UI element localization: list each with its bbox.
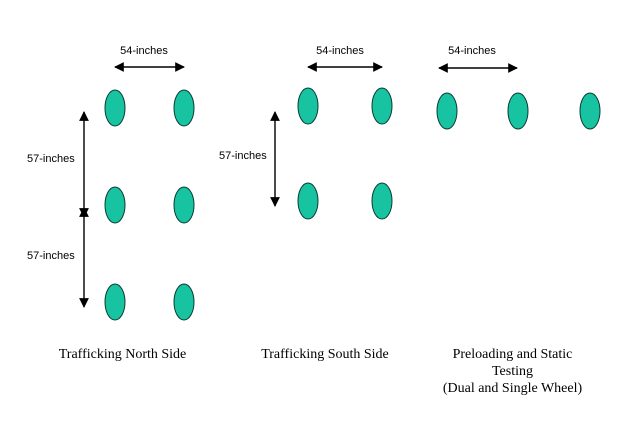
- south-wheel-3: [297, 182, 319, 220]
- north-wheel-6: [173, 283, 195, 321]
- north-caption: Trafficking North Side: [58, 347, 187, 362]
- north-length-label-1: 57-inches: [27, 153, 75, 165]
- static-wheel-1: [436, 92, 458, 130]
- north-wheel-4: [173, 186, 195, 224]
- north-wheel-2: [173, 89, 195, 127]
- north-wheel-5: [104, 283, 126, 321]
- south-caption: Trafficking South Side: [261, 347, 389, 362]
- north-wheel-1: [104, 89, 126, 127]
- static-wheel-group: [436, 92, 601, 130]
- north-length-label-2: 57-inches: [27, 250, 75, 262]
- north-wheel-3: [104, 186, 126, 224]
- south-wheel-group: [297, 87, 393, 220]
- static-caption: Preloading and Static Testing (Dual and …: [420, 346, 605, 397]
- south-wheel-4: [371, 182, 393, 220]
- south-length-label: 57-inches: [219, 150, 267, 162]
- static-wheel-2: [507, 92, 529, 130]
- static-wheel-3: [579, 92, 601, 130]
- south-width-label: 54-inches: [316, 45, 364, 57]
- static-caption-line-2: Testing: [491, 364, 533, 379]
- static-caption-line-3: (Dual and Single Wheel): [442, 381, 583, 396]
- north-wheel-group: [104, 89, 195, 321]
- south-wheel-1: [297, 87, 319, 125]
- static-width-label: 54-inches: [448, 45, 496, 57]
- north-width-label: 54-inches: [120, 45, 168, 57]
- static-caption-line-1: Preloading and Static: [452, 347, 573, 362]
- south-wheel-2: [371, 87, 393, 125]
